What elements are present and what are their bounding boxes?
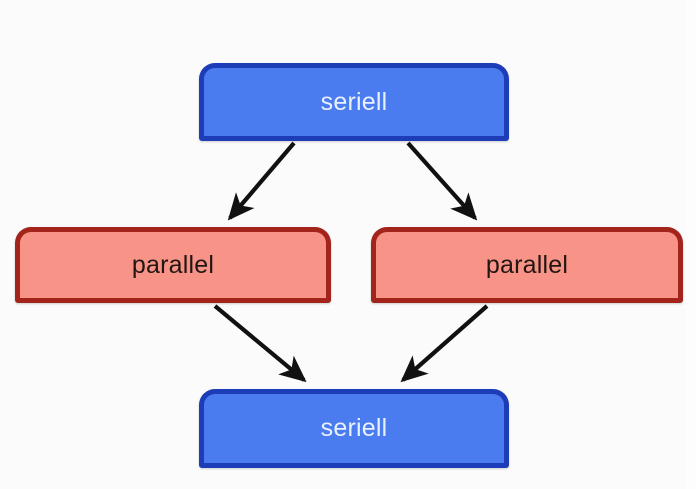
node-seriell-bottom-label: seriell: [320, 414, 388, 442]
edge-right-to-bottom: [400, 304, 489, 383]
edge-left-to-bottom: [213, 304, 307, 383]
node-seriell-top: seriell: [199, 63, 509, 141]
node-parallel-right-label: parallel: [485, 250, 569, 279]
edge-top-to-right: [406, 141, 478, 221]
node-seriell-top-label: seriell: [320, 87, 388, 116]
node-parallel-left: parallel: [15, 227, 331, 303]
node-parallel-right: parallel: [371, 227, 683, 303]
node-seriell-bottom: seriell: [199, 389, 509, 468]
edge-top-to-left: [227, 141, 296, 221]
node-parallel-left-label: parallel: [131, 250, 215, 279]
